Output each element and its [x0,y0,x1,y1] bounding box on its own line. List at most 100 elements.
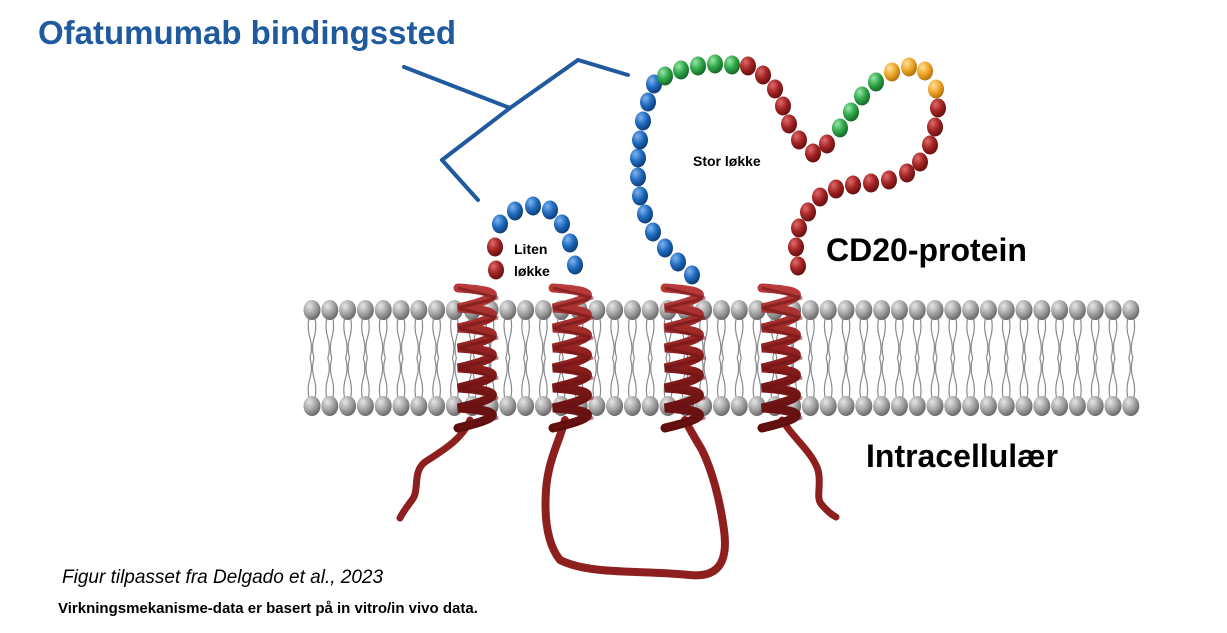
lipid-tail [717,317,726,399]
lipid-head [997,300,1015,320]
lipid-tail [539,317,548,399]
residue-orange [928,79,944,99]
lipid-head [303,300,321,320]
residue-blue [632,130,648,150]
transmembrane-helices [453,283,803,433]
lipid-head [588,300,606,320]
residue-blue [554,214,570,234]
lipid-tail [895,317,904,399]
residue-blue [670,252,686,272]
lipid-head [1122,300,1140,320]
residue-red [863,173,879,193]
lipid-tail [877,317,886,399]
small-loop-label-line2: løkke [514,263,550,279]
residue-red [912,152,928,172]
residue-blue [562,233,578,253]
residue-red [930,98,946,118]
residue-red [791,218,807,238]
residue-red [828,179,844,199]
lipid-head [1086,396,1104,416]
lipid-head [1068,396,1086,416]
lipid-head [979,396,997,416]
lipid-head [837,300,855,320]
lipid-head [641,396,659,416]
residue-blue [657,238,673,258]
lipid-head [801,300,819,320]
lipid-head [1015,300,1033,320]
lipid-head [730,300,748,320]
residue-red [790,256,806,276]
lipid-tail [806,317,815,399]
lipid-tail [1001,317,1011,399]
residue-green [854,86,870,106]
residue-blue [684,265,700,285]
lipid-head [1051,396,1069,416]
lipid-head [979,300,997,320]
residue-blue [542,200,558,220]
lipid-tail [859,317,869,399]
residue-blue [630,148,646,168]
lipid-head [801,396,819,416]
lipid-tail [343,317,352,399]
residue-red [791,130,807,150]
residue-red [755,65,771,85]
c-terminal-tail [778,416,840,521]
lipid-tail [503,317,513,399]
residue-green [868,72,884,92]
lipid-head [339,300,357,320]
lipid-head [392,396,410,416]
n-terminal-tail [396,416,474,522]
helix [660,283,706,433]
lipid-head [962,300,980,320]
lipid-head [712,300,730,320]
residue-red [487,237,503,257]
small-loop-label-line1: Liten [514,241,548,257]
residue-red [775,96,791,116]
lipid-head [517,300,535,320]
lipid-tail [966,317,975,399]
binding-site-bracket [402,57,630,202]
lipid-tail [432,317,441,399]
intracellular-loop [541,416,729,580]
residue-orange [917,61,933,81]
lipid-tail [1019,317,1029,399]
lipid-tail [1055,317,1064,399]
residue-orange [884,62,900,82]
lipid-head [499,300,517,320]
lipid-tail [610,317,619,399]
lipid-head [374,300,392,320]
lipid-head [1033,396,1051,416]
residue-orange [901,57,917,77]
lipid-tail [378,317,388,399]
lipid-tail [396,317,406,399]
lipid-head [1086,300,1104,320]
residue-red [881,170,897,190]
lipid-head [855,396,873,416]
lipid-head [623,300,641,320]
lipid-head [623,396,641,416]
lipid-head [890,396,908,416]
residue-red [927,117,943,137]
residue-blue [637,204,653,224]
lipid-head [837,396,855,416]
residue-red [788,237,804,257]
lipid-tail [521,317,530,399]
lipid-tail [1090,317,1100,399]
lipid-head [748,396,766,416]
residue-red [922,135,938,155]
lipid-head [926,396,944,416]
lipid-head [606,300,624,320]
lipid-tail [361,317,370,399]
lipid-head [926,300,944,320]
lipid-head [819,300,837,320]
residue-red [740,56,756,76]
residue-green [832,118,848,138]
lipid-head [730,396,748,416]
lipid-tail [592,317,602,399]
residue-green [657,66,673,86]
residue-blue [630,167,646,187]
lipid-head [1051,300,1069,320]
lipid-head [873,300,891,320]
residue-blue [635,111,651,131]
